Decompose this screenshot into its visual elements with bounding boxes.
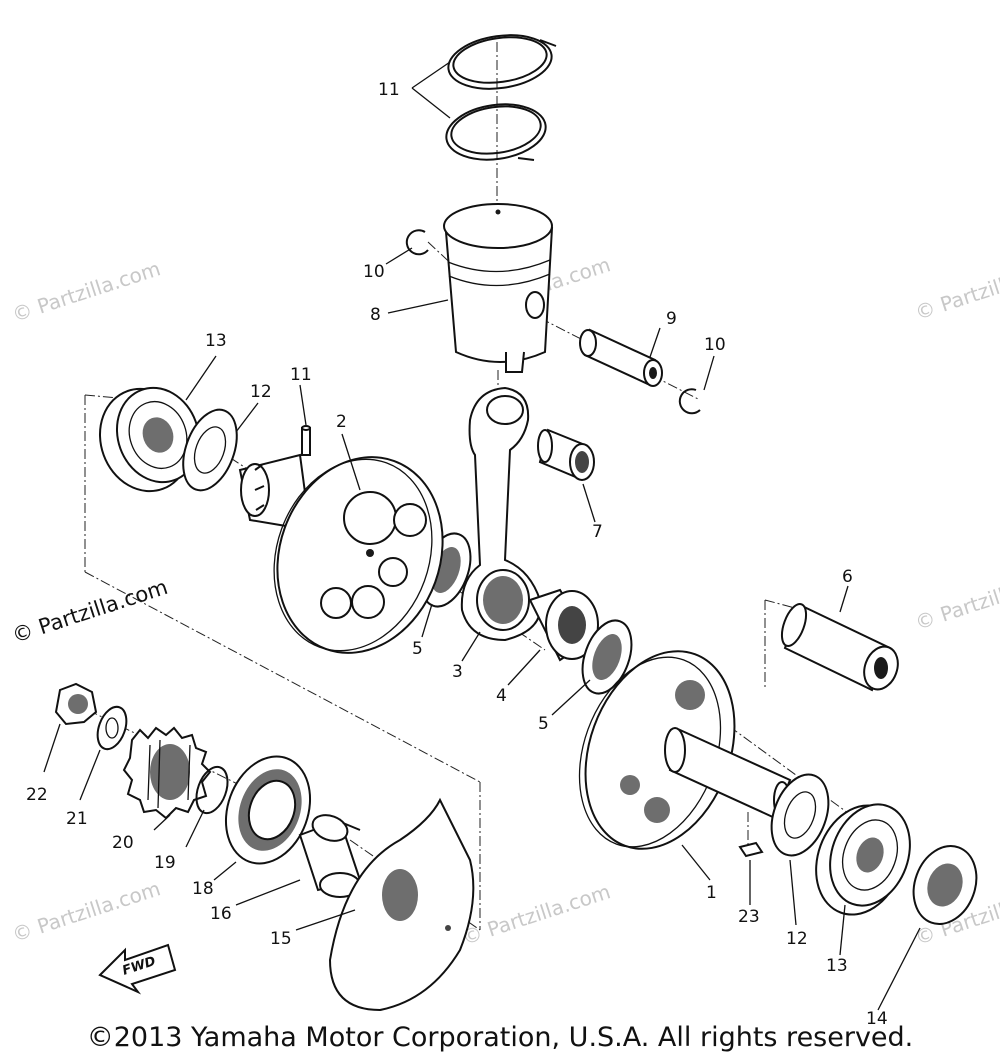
copyright-notice: ©2013 Yamaha Motor Corporation, U.S.A. A… xyxy=(87,1022,914,1053)
right-shim-washer xyxy=(770,773,830,857)
callout-3: 3 xyxy=(452,662,463,682)
watermark-dark: © Partzilla.com xyxy=(9,575,171,648)
callout-13: 13 xyxy=(205,331,227,351)
piston-ring-upper xyxy=(447,34,557,90)
left-shim-washer xyxy=(182,408,238,492)
callout-4: 4 xyxy=(496,686,507,706)
callout-13: 13 xyxy=(826,956,848,976)
piston xyxy=(443,203,554,373)
callout-2: 2 xyxy=(336,412,347,432)
crankshaft-oil-seal xyxy=(912,845,978,925)
piston-pin-clip-right xyxy=(678,388,701,415)
thrust-washer-right xyxy=(581,619,633,695)
callout-1: 1 xyxy=(706,883,717,903)
watermark: © Partzilla.com xyxy=(912,254,1000,325)
callout-6: 6 xyxy=(842,567,853,587)
gear-circlip xyxy=(195,765,229,815)
callout-19: 19 xyxy=(154,853,176,873)
lock-washer xyxy=(96,705,128,751)
callout-21: 21 xyxy=(66,809,88,829)
watermark: © Partzilla.com xyxy=(9,256,163,327)
left-crank-wheel xyxy=(238,453,444,654)
callout-14: 14 xyxy=(866,1009,888,1029)
callout-12: 12 xyxy=(786,929,808,949)
leader-lines xyxy=(43,61,921,1011)
callout-7: 7 xyxy=(592,522,603,542)
small-end-bearing xyxy=(537,428,595,481)
callout-8: 8 xyxy=(370,305,381,325)
callout-9: 9 xyxy=(666,309,677,329)
piston-ring-lower xyxy=(445,103,547,161)
crank-pin xyxy=(780,603,899,692)
callout-5: 5 xyxy=(538,714,549,734)
callout-22: 22 xyxy=(26,785,48,805)
callout-20: 20 xyxy=(112,833,134,853)
callout-11: 11 xyxy=(290,365,312,385)
callout-18: 18 xyxy=(192,879,214,899)
callout-5: 5 xyxy=(412,639,423,659)
crank-dowel-pin xyxy=(301,425,311,456)
watermark: © Partzilla.com xyxy=(9,876,163,947)
callout-15: 15 xyxy=(270,929,292,949)
connecting-rod xyxy=(460,386,542,642)
piston-pin-clip-left xyxy=(405,229,429,256)
woodruff-key xyxy=(738,841,764,858)
crank-cover-plate xyxy=(328,797,475,1012)
spacer-collar xyxy=(224,755,312,865)
callout-16: 16 xyxy=(210,904,232,924)
callout-10: 10 xyxy=(704,335,726,355)
callout-23: 23 xyxy=(738,907,760,927)
crank-bushing xyxy=(298,814,362,898)
left-main-bearing xyxy=(98,386,201,493)
watermark: © Partzilla.com xyxy=(912,564,1000,635)
forward-arrow-icon: FWD xyxy=(98,943,177,995)
big-end-bearing xyxy=(528,588,599,662)
right-main-bearing xyxy=(815,803,911,916)
callout-labels: 11 10 8 9 10 13 12 11 2 7 6 5 3 4 5 22 2… xyxy=(26,80,888,1029)
callout-12: 12 xyxy=(250,382,272,402)
piston-pin xyxy=(579,328,663,387)
callout-10: 10 xyxy=(363,262,385,282)
callout-11: 11 xyxy=(378,80,400,100)
watermark: © Partzilla.com xyxy=(459,879,613,950)
primary-drive-gear xyxy=(122,726,212,820)
crank-nut xyxy=(54,682,98,726)
